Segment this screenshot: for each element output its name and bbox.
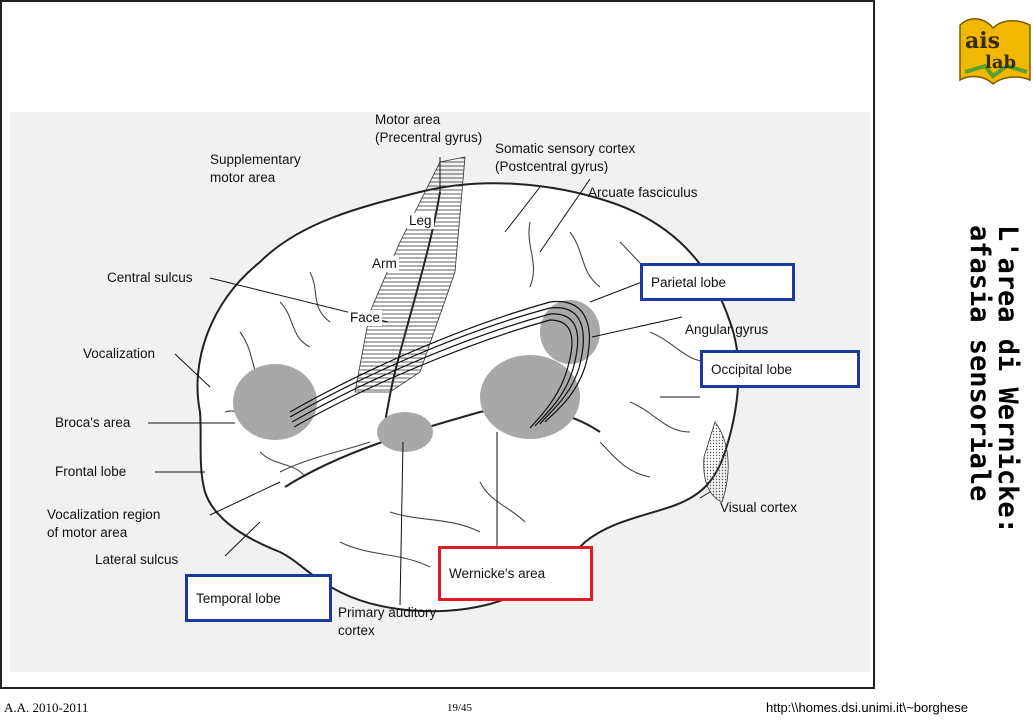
label-brocas-area: Broca's area xyxy=(55,415,130,431)
svg-text:lab: lab xyxy=(985,52,1016,73)
label-face: Face xyxy=(348,310,382,326)
label-angular-gyrus: Angular gyrus xyxy=(685,322,768,338)
label-primary-auditory-cortex: cortex xyxy=(338,623,375,639)
label-postcentral-gyrus: (Postcentral gyrus) xyxy=(495,159,608,175)
label-central-sulcus: Central sulcus xyxy=(107,270,193,286)
footer-page-number: 19/45 xyxy=(447,702,472,714)
label-leg: Leg xyxy=(407,213,434,229)
footer-url: http:\\homes.dsi.unimi.it\~borghese xyxy=(766,700,968,715)
temporal-lobe-box: Temporal lobe xyxy=(185,574,332,622)
parietal-lobe-box: Parietal lobe xyxy=(640,263,795,301)
label-motor-area: Motor area xyxy=(375,112,440,128)
label-lateral-sulcus: Lateral sulcus xyxy=(95,552,178,568)
label-somatic-sensory: Somatic sensory cortex xyxy=(495,141,635,157)
footer-academic-year: A.A. 2010-2011 xyxy=(4,700,88,716)
svg-text:ais: ais xyxy=(965,28,1000,54)
wernickes-area-box: Wernicke's area xyxy=(438,546,593,601)
label-primary-auditory: Primary auditory xyxy=(338,605,436,621)
label-precentral-gyrus: (Precentral gyrus) xyxy=(375,130,482,146)
occipital-lobe-box: Occipital lobe xyxy=(700,350,860,388)
label-frontal-lobe: Frontal lobe xyxy=(55,464,126,480)
label-visual-cortex: Visual cortex xyxy=(720,500,797,516)
label-arm: Arm xyxy=(370,256,399,272)
label-vocalization-region: Vocalization region xyxy=(47,507,160,523)
label-arcuate-fasciculus: Arcuate fasciculus xyxy=(588,185,698,201)
slide-title-text: L'area di Wernicke: afasia sensoriale xyxy=(965,225,1021,615)
slide-title: L'area di Wernicke: afasia sensoriale xyxy=(916,225,1021,615)
brain-diagram: Motor area (Precentral gyrus) Supplement… xyxy=(10,112,870,672)
ais-lab-logo: ais lab xyxy=(955,10,1033,90)
label-of-motor-area: of motor area xyxy=(47,525,127,541)
slide-frame: Motor area (Precentral gyrus) Supplement… xyxy=(0,0,875,689)
label-supplementary: Supplementary xyxy=(210,152,301,168)
label-supplementary-motor-area: motor area xyxy=(210,170,275,186)
label-vocalization: Vocalization xyxy=(83,346,155,362)
